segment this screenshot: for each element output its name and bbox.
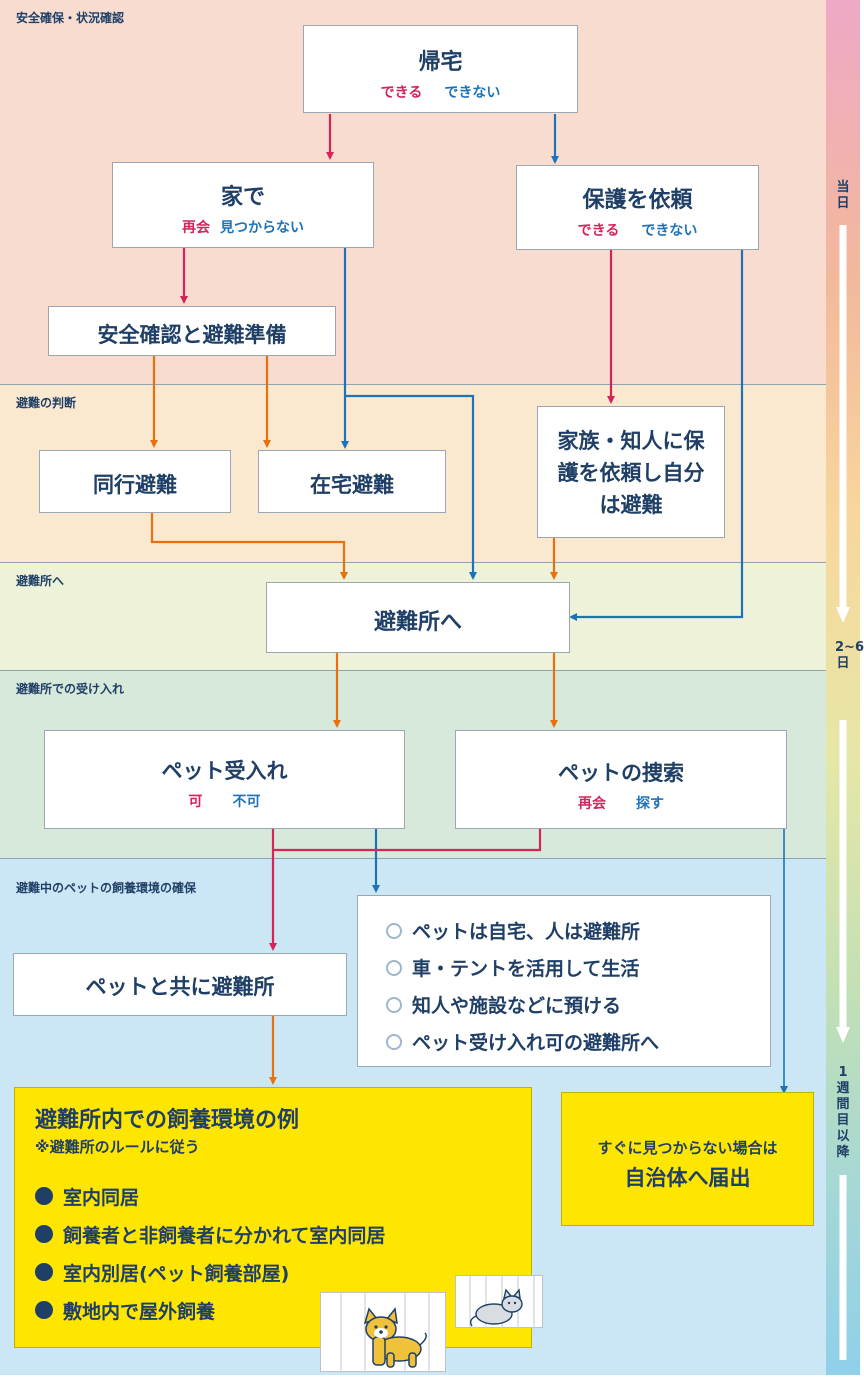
circle-bullet-icon	[386, 959, 402, 976]
node-request-protection-title: 保護を依頼	[582, 188, 693, 213]
arrow-home-no-shelter	[345, 394, 477, 580]
node-at-home-yes: 再会	[182, 220, 210, 236]
node-return-home-no: できない	[444, 85, 501, 101]
cat-icon	[469, 1276, 535, 1329]
dog-icon	[340, 1293, 430, 1373]
node-stay-home: 在宅避難	[258, 450, 446, 513]
node-accompany: 同行避難	[39, 450, 231, 513]
node-pet-search-no: 探す	[636, 796, 664, 812]
examples-list: 室内同居 飼養者と非飼養者に分かれて室内同居 室内別居(ペット飼養部屋) 敷地内…	[35, 1177, 531, 1329]
node-pet-search-title: ペットの捜索	[558, 761, 684, 785]
example-item: 室内別居(ペット飼養部屋)	[35, 1253, 531, 1291]
node-return-home: 帰宅 できる できない	[303, 25, 578, 113]
option-item: ペット受け入れ可の避難所へ	[386, 1023, 770, 1060]
node-return-home-title: 帰宅	[418, 50, 463, 75]
circle-bullet-icon	[386, 922, 402, 939]
node-pet-search-yes: 再会	[578, 796, 606, 812]
bullet-icon	[35, 1225, 53, 1243]
timeline-label-day0: 当日	[836, 180, 850, 211]
node-stay-home-title: 在宅避難	[310, 473, 394, 497]
node-options: ペットは自宅、人は避難所 車・テントを活用して生活 知人や施設などに預ける ペッ…	[357, 895, 771, 1067]
options-list: ペットは自宅、人は避難所 車・テントを活用して生活 知人や施設などに預ける ペッ…	[386, 912, 770, 1060]
node-to-shelter-title: 避難所へ	[373, 610, 462, 635]
report-line2: 自治体へ届出	[624, 1166, 751, 1190]
node-family: 家族・知人に保護を依頼し自分は避難	[537, 406, 725, 538]
node-pet-accept-yes: 可	[188, 794, 203, 810]
arrow-search-reunion	[273, 829, 542, 852]
node-safety-prep: 安全確認と避難準備	[48, 306, 336, 356]
node-at-home-no: 見つからない	[220, 220, 304, 236]
node-request-protection-yes: できる	[577, 223, 620, 239]
bullet-icon	[35, 1187, 53, 1205]
node-pet-accept-no: 不可	[232, 794, 261, 810]
circle-bullet-icon	[386, 1033, 402, 1050]
band-label-decision: 避難の判断	[16, 396, 77, 410]
timeline-label-week1: 1週間目以降	[836, 1065, 850, 1160]
node-to-shelter: 避難所へ	[266, 582, 570, 653]
examples-title: 避難所内での飼養環境の例	[35, 1108, 300, 1133]
node-pet-accept: ペット受入れ 可 不可	[44, 730, 405, 829]
node-family-title: 家族・知人に保護を依頼し自分は避難	[557, 429, 705, 517]
node-at-home: 家で 再会見つからない	[112, 162, 374, 248]
option-item: ペットは自宅、人は避難所	[386, 912, 770, 949]
cat-illustration	[455, 1275, 543, 1329]
timeline-bar: 当日 2~6日 1週間目以降	[826, 0, 864, 1375]
dog-illustration	[320, 1292, 446, 1373]
examples-note: ※避難所のルールに従う	[35, 1138, 200, 1156]
bullet-icon	[35, 1263, 53, 1281]
example-item: 室内同居	[35, 1177, 531, 1215]
option-item: 車・テントを活用して生活	[386, 949, 770, 986]
band-label-to-shelter: 避難所へ	[16, 574, 65, 588]
node-safety-prep-title: 安全確認と避難準備	[97, 323, 287, 347]
node-accompany-title: 同行避難	[93, 473, 177, 497]
report-line1: すぐに見つからない場合は	[597, 1139, 778, 1157]
circle-bullet-icon	[386, 996, 402, 1013]
node-request-protection-no: できない	[641, 223, 698, 239]
bullet-icon	[35, 1301, 53, 1319]
node-with-pet: ペットと共に避難所	[13, 953, 347, 1016]
arrow-accompany-shelter	[150, 513, 348, 580]
node-with-pet-title: ペットと共に避難所	[85, 975, 275, 999]
node-at-home-title: 家で	[220, 185, 265, 210]
node-report: すぐに見つからない場合は 自治体へ届出	[561, 1092, 814, 1226]
example-item: 飼養者と非飼養者に分かれて室内同居	[35, 1215, 531, 1253]
node-pet-search: ペットの捜索 再会 探す	[455, 730, 787, 829]
node-pet-accept-title: ペット受入れ	[161, 759, 288, 783]
node-request-protection: 保護を依頼 できる できない	[516, 165, 759, 250]
arrow-request-no	[569, 250, 744, 621]
band-label-care: 避難中のペットの飼養環境の確保	[16, 881, 197, 895]
band-label-acceptance: 避難所での受け入れ	[16, 682, 125, 696]
example-item: 敷地内で屋外飼養	[35, 1291, 531, 1329]
option-item: 知人や施設などに預ける	[386, 986, 770, 1023]
node-return-home-yes: できる	[380, 85, 423, 101]
band-label-safety: 安全確保・状況確認	[16, 11, 125, 25]
